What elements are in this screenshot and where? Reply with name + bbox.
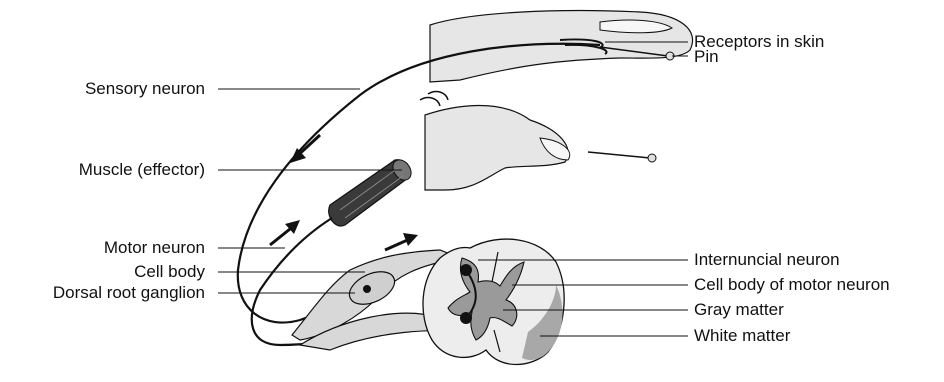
label-gray-matter: Gray matter xyxy=(694,301,784,319)
label-white-matter: White matter xyxy=(694,327,790,345)
lower-finger xyxy=(420,92,570,190)
arrow-afferent xyxy=(385,233,418,250)
muscle-effector xyxy=(329,156,415,226)
label-pin: Pin xyxy=(694,48,719,66)
pin-lower xyxy=(588,152,656,162)
label-cell-body-of-motor-neuron: Cell body of motor neuron xyxy=(694,276,890,294)
arrow-motor xyxy=(270,220,300,245)
spinal-cord xyxy=(423,239,564,364)
upper-finger xyxy=(430,11,693,82)
label-motor-neuron: Motor neuron xyxy=(0,239,205,257)
arrow-sensory xyxy=(290,135,320,163)
label-muscle-effector: Muscle (effector) xyxy=(0,161,205,179)
label-internuncial-neuron: Internuncial neuron xyxy=(694,251,840,269)
label-sensory-neuron: Sensory neuron xyxy=(0,80,205,98)
label-cell-body: Cell body xyxy=(0,263,205,281)
label-dorsal-root-ganglion: Dorsal root ganglion xyxy=(0,284,205,302)
